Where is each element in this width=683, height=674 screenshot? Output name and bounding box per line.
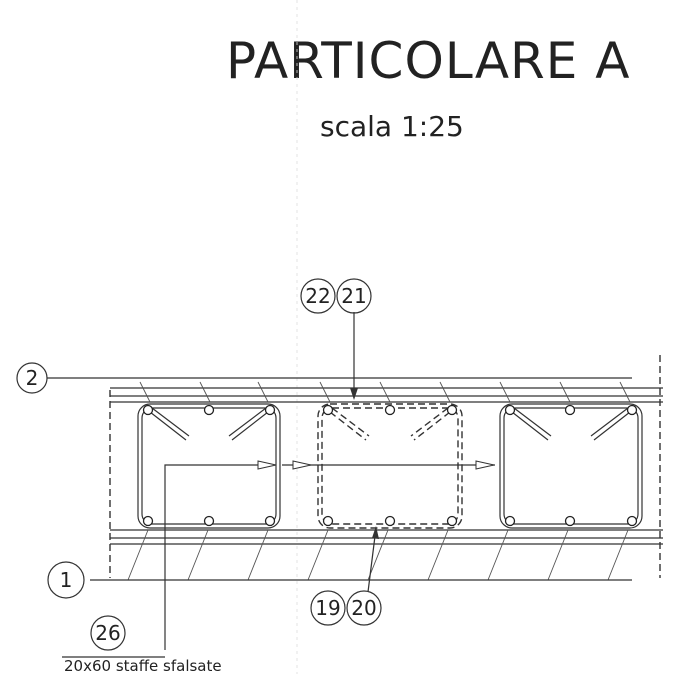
mark-21: 21 (336, 278, 372, 314)
svg-text:1: 1 (60, 568, 73, 592)
mark-22: 22 (300, 278, 336, 314)
stirrup-note: 20x60 staffe sfalsate (64, 657, 222, 674)
svg-text:21: 21 (341, 284, 366, 308)
svg-text:22: 22 (305, 284, 330, 308)
bottom-rebars (142, 515, 638, 527)
mark-26: 26 (90, 615, 126, 651)
top-bar-ticks (139, 381, 631, 403)
arrow-19-20 (367, 526, 379, 593)
scale-label: scala 1:25 (320, 110, 464, 143)
svg-text:20: 20 (351, 596, 376, 620)
mark-2: 2 (16, 362, 48, 394)
arrow-21-22 (350, 312, 358, 400)
drawing-title: PARTICOLARE A (226, 32, 631, 90)
stirrup-spacing-leader (164, 460, 495, 650)
mark-20: 20 (346, 590, 382, 626)
top-rebars (142, 404, 638, 416)
stirrup-middle (317, 403, 463, 529)
svg-text:2: 2 (26, 366, 39, 390)
svg-text:19: 19 (315, 596, 340, 620)
stirrup-right (499, 403, 643, 529)
svg-text:26: 26 (95, 621, 120, 645)
mark-19: 19 (310, 590, 346, 626)
mark-1: 1 (47, 561, 85, 599)
bottom-bar-ticks (127, 529, 629, 581)
